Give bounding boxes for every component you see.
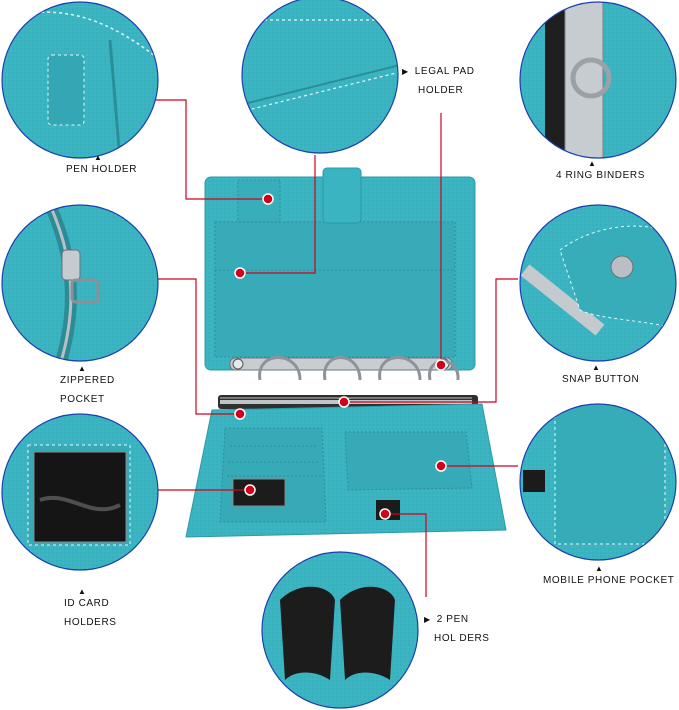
padfolio bbox=[185, 167, 507, 538]
label-pen-holders: ▶2 PEN HOL DERS bbox=[424, 614, 490, 644]
ring-binder-mechanism bbox=[229, 356, 460, 381]
callout-lines bbox=[155, 99, 518, 597]
detail-phone-pocket bbox=[519, 403, 677, 561]
triangle-pointer-icon: ▶ bbox=[424, 615, 431, 624]
id-window bbox=[232, 478, 286, 507]
triangle-pointer-icon: ▲ bbox=[595, 564, 604, 573]
label-pen-holder: ▲ PEN HOLDER bbox=[66, 153, 137, 179]
triangle-pointer-icon: ▲ bbox=[94, 153, 103, 162]
snap-tab bbox=[322, 167, 362, 224]
triangle-pointer-icon: ▲ bbox=[78, 364, 87, 373]
detail-legal-pad bbox=[241, 0, 399, 154]
label-zippered-pocket: ▲ ZIPPERED POCKET bbox=[60, 364, 115, 409]
callout-dots bbox=[234, 193, 447, 520]
label-ring-binders: ▲ 4 RING BINDERS bbox=[556, 159, 645, 185]
detail-snap-button bbox=[519, 204, 677, 362]
detail-zippered-pocket bbox=[1, 204, 159, 362]
phone-pocket bbox=[344, 431, 473, 491]
label-legal-pad: ▶LEGAL PAD HOLDER bbox=[402, 66, 475, 96]
detail-pen-holder bbox=[1, 1, 159, 159]
triangle-pointer-icon: ▲ bbox=[588, 159, 597, 168]
triangle-pointer-icon: ▲ bbox=[78, 587, 87, 596]
pen-holder-slot bbox=[237, 179, 281, 223]
triangle-pointer-icon: ▶ bbox=[402, 67, 409, 76]
detail-pen-loops bbox=[261, 551, 419, 709]
label-snap-button: ▲ SNAP BUTTON bbox=[562, 363, 639, 389]
triangle-pointer-icon: ▲ bbox=[592, 363, 601, 372]
label-id-card-holders: ▲ ID CARD HOLDERS bbox=[64, 587, 117, 632]
legal-pad-pocket bbox=[214, 221, 456, 358]
label-mobile-phone-pocket: ▲ MOBILE PHONE POCKET bbox=[543, 564, 674, 590]
detail-ring-binders bbox=[519, 1, 677, 159]
detail-id-card bbox=[1, 413, 159, 571]
